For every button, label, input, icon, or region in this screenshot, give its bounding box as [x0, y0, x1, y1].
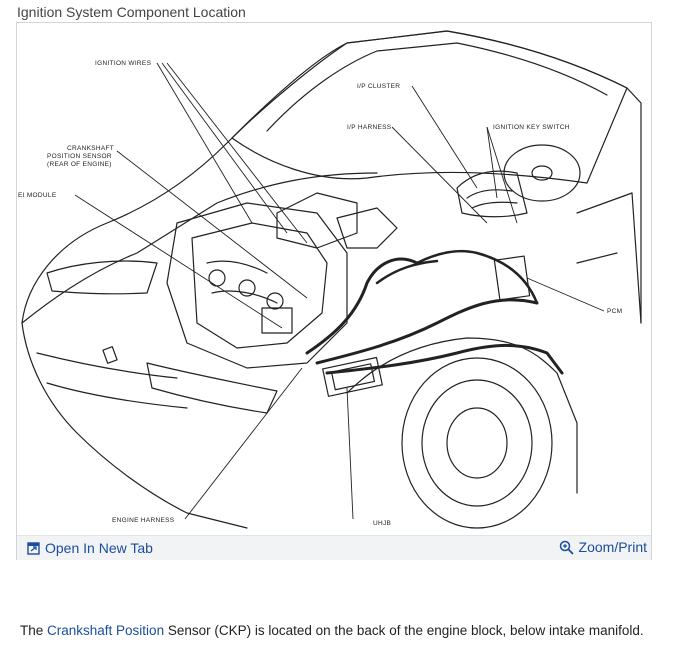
- zoom-print-button[interactable]: Zoom/Print: [559, 539, 647, 555]
- ignition-diagram: IGNITION WIRES CRANKSHAFT POSITION SENSO…: [18, 30, 642, 529]
- label-ckp-line2: POSITION SENSOR: [47, 153, 112, 160]
- label-ignition-wires: IGNITION WIRES: [95, 60, 152, 67]
- figure-card: IGNITION WIRES CRANKSHAFT POSITION SENSO…: [16, 22, 652, 560]
- open-new-tab-icon: [27, 541, 40, 555]
- caption-prefix: The: [20, 623, 48, 638]
- label-ckp-line1: CRANKSHAFT: [67, 145, 114, 152]
- crankshaft-position-link[interactable]: Crankshaft Position: [47, 623, 165, 638]
- open-new-tab-button[interactable]: Open In New Tab: [27, 540, 153, 556]
- caption-suffix: Sensor (CKP) is located on the back of t…: [164, 623, 644, 638]
- figure-toolbar: Open In New Tab Zoom/Print: [17, 535, 651, 560]
- zoom-icon: [559, 540, 574, 555]
- label-ignition-key-switch: IGNITION KEY SWITCH: [493, 124, 570, 131]
- label-uhjb: UHJB: [373, 520, 391, 527]
- page-title: Ignition System Component Location: [17, 4, 246, 20]
- label-ckp-line3: (REAR OF ENGINE): [47, 161, 112, 168]
- label-ip-cluster: I/P CLUSTER: [357, 83, 400, 90]
- open-new-tab-label: Open In New Tab: [45, 540, 153, 556]
- label-pcm: PCM: [607, 308, 622, 315]
- label-engine-harness: ENGINE HARNESS: [112, 517, 175, 524]
- zoom-print-label: Zoom/Print: [578, 539, 647, 555]
- caption-text: The Crankshaft Position Sensor (CKP) is …: [20, 623, 644, 638]
- label-ip-harness: I/P HARNESS: [347, 124, 392, 131]
- label-ei-module: EI MODULE: [18, 192, 57, 199]
